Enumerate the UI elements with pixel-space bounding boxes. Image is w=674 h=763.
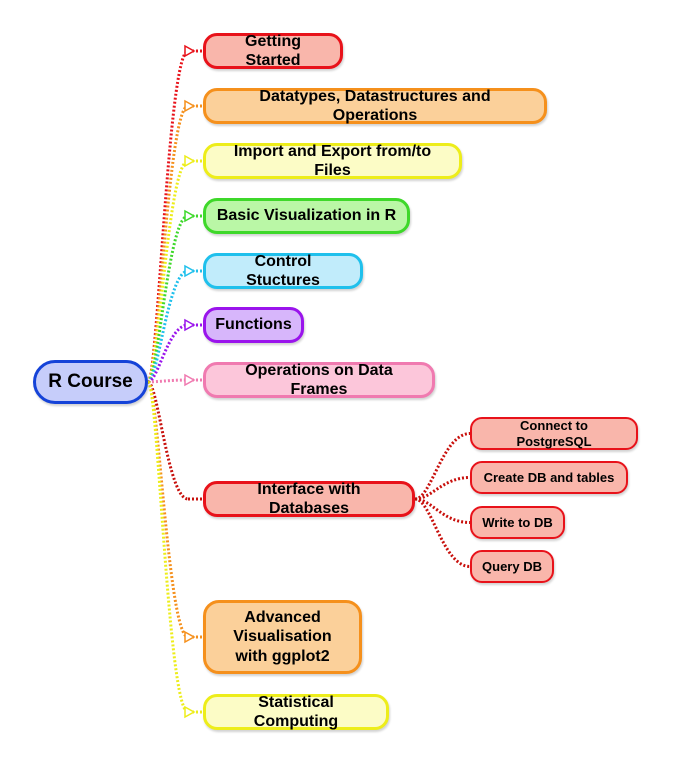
topic-functions[interactable]: Functions xyxy=(203,307,304,343)
collapse-toggle-icon-1[interactable] xyxy=(184,99,196,113)
collapse-toggle-icon-2[interactable] xyxy=(184,154,196,168)
topic-import-export[interactable]: Import and Export from/to Files xyxy=(203,143,462,179)
connector-root-topic-5 xyxy=(147,323,189,384)
connector-root-topic-9 xyxy=(146,380,190,714)
connector-db-subtopic-3 xyxy=(414,497,471,568)
collapse-toggle-icon-5[interactable] xyxy=(184,318,196,332)
topic-statistical-computing[interactable]: Statistical Computing xyxy=(203,694,389,730)
collapse-toggle-icon-4[interactable] xyxy=(184,264,196,278)
subtopic-create-db-tables[interactable]: Create DB and tables xyxy=(470,461,628,494)
topic-interface-databases[interactable]: Interface with Databases xyxy=(203,481,415,517)
root-node-r-course[interactable]: R Course xyxy=(33,360,148,404)
subtopic-connect-postgresql[interactable]: Connect to PostgreSQL xyxy=(470,417,638,450)
topic-control-structures[interactable]: Control Stuctures xyxy=(203,253,363,289)
connector-root-topic-7 xyxy=(146,380,189,501)
topic-operations-data-frames[interactable]: Operations on Data Frames xyxy=(203,362,435,398)
connector-root-topic-1 xyxy=(146,104,190,384)
connector-db-subtopic-0 xyxy=(414,432,471,501)
collapse-toggle-icon-6[interactable] xyxy=(184,373,196,387)
connector-root-topic-0 xyxy=(146,49,190,384)
connector-db-subtopic-1 xyxy=(414,476,471,501)
connector-root-topic-6 xyxy=(147,378,189,384)
collapse-toggle-icon-9[interactable] xyxy=(184,705,196,719)
topic-datatypes[interactable]: Datatypes, Datastructures and Operations xyxy=(203,88,547,124)
topic-basic-visualization[interactable]: Basic Visualization in R xyxy=(203,198,410,234)
collapse-toggle-icon-3[interactable] xyxy=(184,209,196,223)
collapse-toggle-icon-0[interactable] xyxy=(184,44,196,58)
collapse-toggle-icon-8[interactable] xyxy=(184,630,196,644)
subtopic-write-db[interactable]: Write to DB xyxy=(470,506,565,539)
subtopic-query-db[interactable]: Query DB xyxy=(470,550,554,583)
topic-getting-started[interactable]: Getting Started xyxy=(203,33,343,69)
connector-root-topic-2 xyxy=(146,159,189,384)
topic-advanced-visualisation[interactable]: Advanced Visualisation with ggplot2 xyxy=(203,600,362,674)
